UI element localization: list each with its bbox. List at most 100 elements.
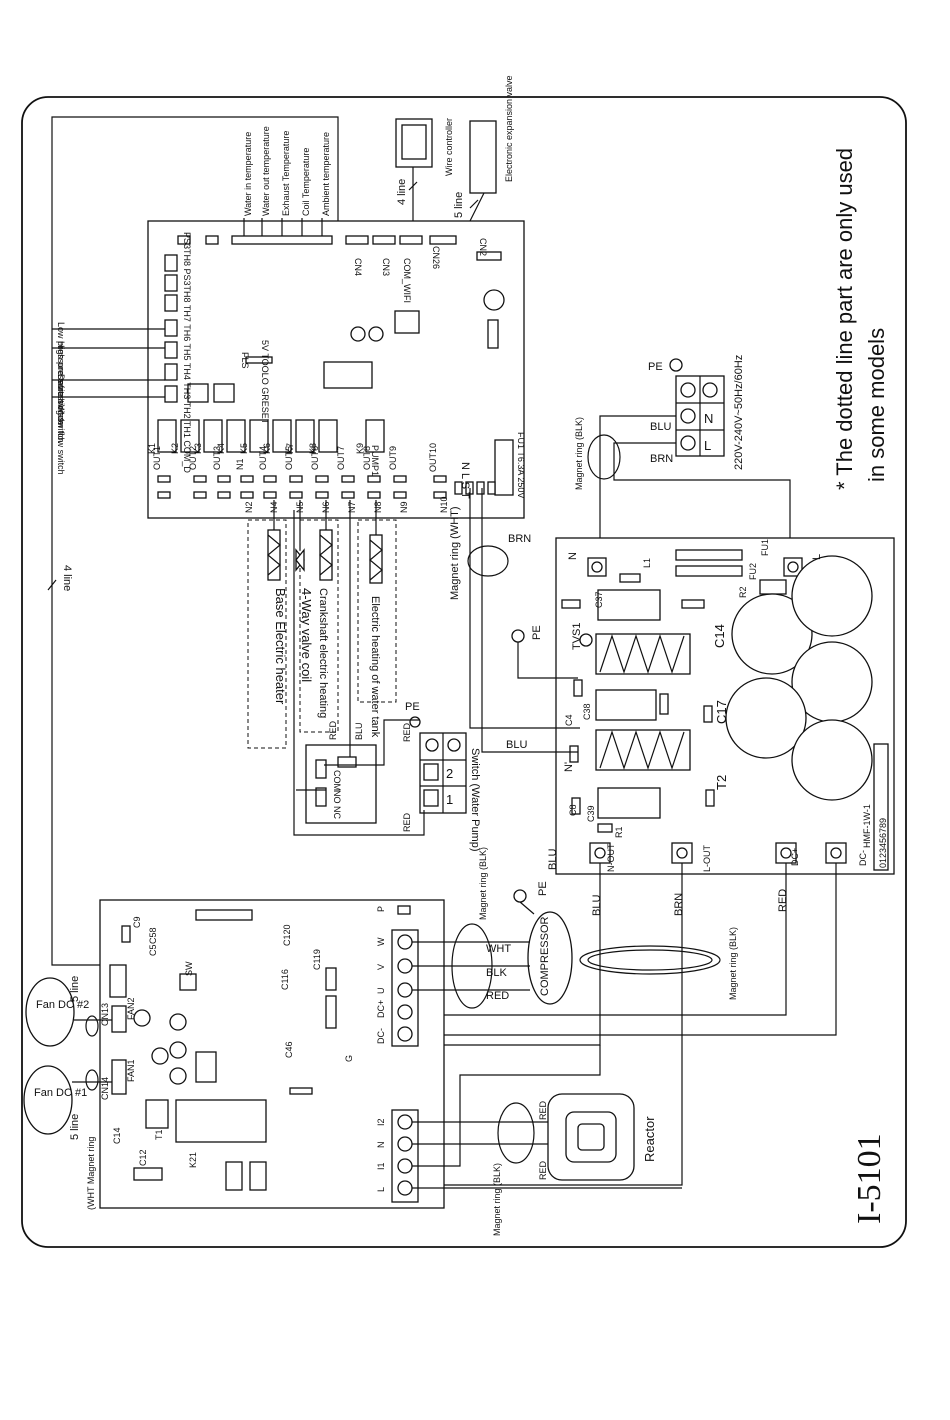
filter-wire-blu-2: BLU [547, 849, 559, 870]
sensor-coil: Coil Temperature [301, 148, 311, 216]
low-pressure-switch-label: Low pressure switch [56, 322, 66, 404]
driver-v: V [376, 964, 386, 970]
driver-u: U [376, 988, 386, 995]
driver-dcplus: DC+ [376, 1000, 386, 1018]
filter-r2: R2 [738, 586, 748, 598]
load-symbols [267, 500, 383, 584]
sensor-header [177, 235, 502, 261]
out-label-2: OUT2 [188, 446, 198, 470]
pump-relay-label: PUMP1 [370, 445, 380, 476]
filter-pe: PE [531, 625, 543, 640]
neutral-label-n7: N7 [347, 501, 357, 513]
connector-cn26: CN26 [431, 246, 441, 269]
power-terminal-block[interactable] [675, 375, 725, 457]
sensor-water-in: Water in temperature [243, 132, 253, 216]
power-ring-label: Magnet ring (BLK) [574, 417, 584, 490]
driver-sw: SW [184, 961, 194, 976]
load-four-way-valve: 4-Way valve coil [299, 588, 314, 682]
driver-c116: C116 [280, 969, 290, 990]
sensor-header-label: PS3TH8 PS3TH8 TH7 TH6 TH5 TH4 TH3 TH2 TH… [182, 232, 192, 473]
reactor-magnet-ring [497, 1102, 535, 1164]
filter-c39: C39 [586, 805, 596, 822]
relay-label-k5: K5 [239, 443, 249, 454]
fan2-ellipse [25, 977, 75, 1047]
driver-fan2: FAN2 [126, 997, 136, 1020]
filter-n-prime: N' [563, 762, 575, 772]
filter-wire-brn: BRN [673, 893, 685, 916]
power-terminal-n: N [704, 411, 713, 426]
neutral-label-n10: N10 [439, 496, 449, 513]
relay-label-k2: K2 [170, 443, 180, 454]
water-pump-switch[interactable]: 2 1 [419, 732, 467, 814]
out-label-9: OUT9 [388, 446, 398, 470]
fls-header [245, 356, 273, 364]
main-board-outline [147, 220, 525, 519]
filter-c4: C4 [564, 714, 574, 726]
compressor-label: COMPRESSOR [539, 916, 551, 996]
relay-label-k7: K7 [285, 443, 295, 454]
driver-i1: I1 [376, 1162, 386, 1170]
out-label-n1: N1 [235, 458, 245, 470]
out-label-6: OUT6 [310, 446, 320, 470]
filter-out-l: L-OUT [702, 844, 712, 872]
out-label-8: OUT8 [362, 446, 372, 470]
out-label-5: OUT5 [284, 446, 294, 470]
relay-label-k4: K4 [216, 443, 226, 454]
switch-title: Switch (Water Pump) [469, 748, 481, 852]
filter-board [555, 537, 895, 875]
power-wire-blu: BLU [650, 421, 671, 433]
connector-wifi: COM_WIFI [402, 258, 412, 303]
driver-k21: K21 [188, 1152, 198, 1168]
filter-tvs1: TVS1 [571, 622, 583, 650]
driver-w: W [376, 937, 386, 946]
driver-c5: C5 [148, 944, 158, 956]
dc-magnet-ring-inner [587, 949, 713, 971]
switch-wire-red-2: RED [402, 812, 412, 832]
drawing-code: I-5101 [851, 1133, 888, 1224]
driver-c119: C119 [312, 949, 322, 970]
filter-c17: C17 [714, 700, 729, 724]
expansion-valve-cable [469, 192, 485, 222]
water-flow-switch-label: Water flow switch [56, 405, 66, 475]
out-label-7: OUT7 [336, 446, 346, 470]
four-line-cable [51, 116, 339, 966]
filter-out-n: N-OUT [606, 843, 616, 872]
neutral-label-n8: N8 [373, 501, 383, 513]
filter-out-dcplus: DC+ [790, 848, 800, 866]
controller-line4-label: 4 line [396, 179, 408, 205]
expansion-valve-label: Electronic expansion valve [504, 75, 514, 182]
expansion-valve-box[interactable] [469, 120, 497, 194]
filter-r1: R1 [614, 826, 624, 838]
filter-ring-wht: Magnet ring (WHT) [449, 506, 461, 600]
fan-ring-label: (WHT Magnet ring [86, 1137, 96, 1210]
filter-code: HMF-1W-1 [862, 804, 872, 848]
driver-fan1: FAN1 [126, 1059, 136, 1082]
driver-i2: I2 [376, 1118, 386, 1126]
switch-pe-label: PE [405, 701, 420, 713]
out-label-10: OUT10 [428, 443, 438, 472]
switch-wire-red-1: RED [402, 722, 412, 742]
relay-no: NO [332, 790, 342, 804]
filter-pe-icon [511, 629, 525, 643]
relay-label-k9: K9 [355, 443, 365, 454]
filter-brn-label: BRN [508, 533, 531, 545]
nlst-label: N L S T [459, 462, 471, 499]
driver-c58: C58 [148, 927, 158, 944]
switch-leads [52, 328, 165, 398]
compressor-wire-blk: BLK [486, 967, 507, 979]
driver-board [99, 899, 445, 1209]
crystal-2 [368, 326, 384, 342]
sensor-water-out: Water out temperature [261, 126, 271, 216]
driver-dcminus: DC- [376, 1028, 386, 1044]
water-tank-dashed-box [357, 519, 397, 703]
filter-fu1: FU1 [760, 539, 770, 556]
program-label: 5V TOOLO GRESET [260, 340, 270, 425]
connector-cn3: CN3 [381, 258, 391, 276]
driver-cn13: CN13 [100, 1003, 110, 1026]
fan2-line-label: 5 line [69, 976, 81, 1002]
fan1-line-label: 5 line [69, 1114, 81, 1140]
relay-label-k6: K6 [262, 443, 272, 454]
out-label-3: OUT3 [212, 446, 222, 470]
note-line2: in some models [864, 328, 889, 482]
